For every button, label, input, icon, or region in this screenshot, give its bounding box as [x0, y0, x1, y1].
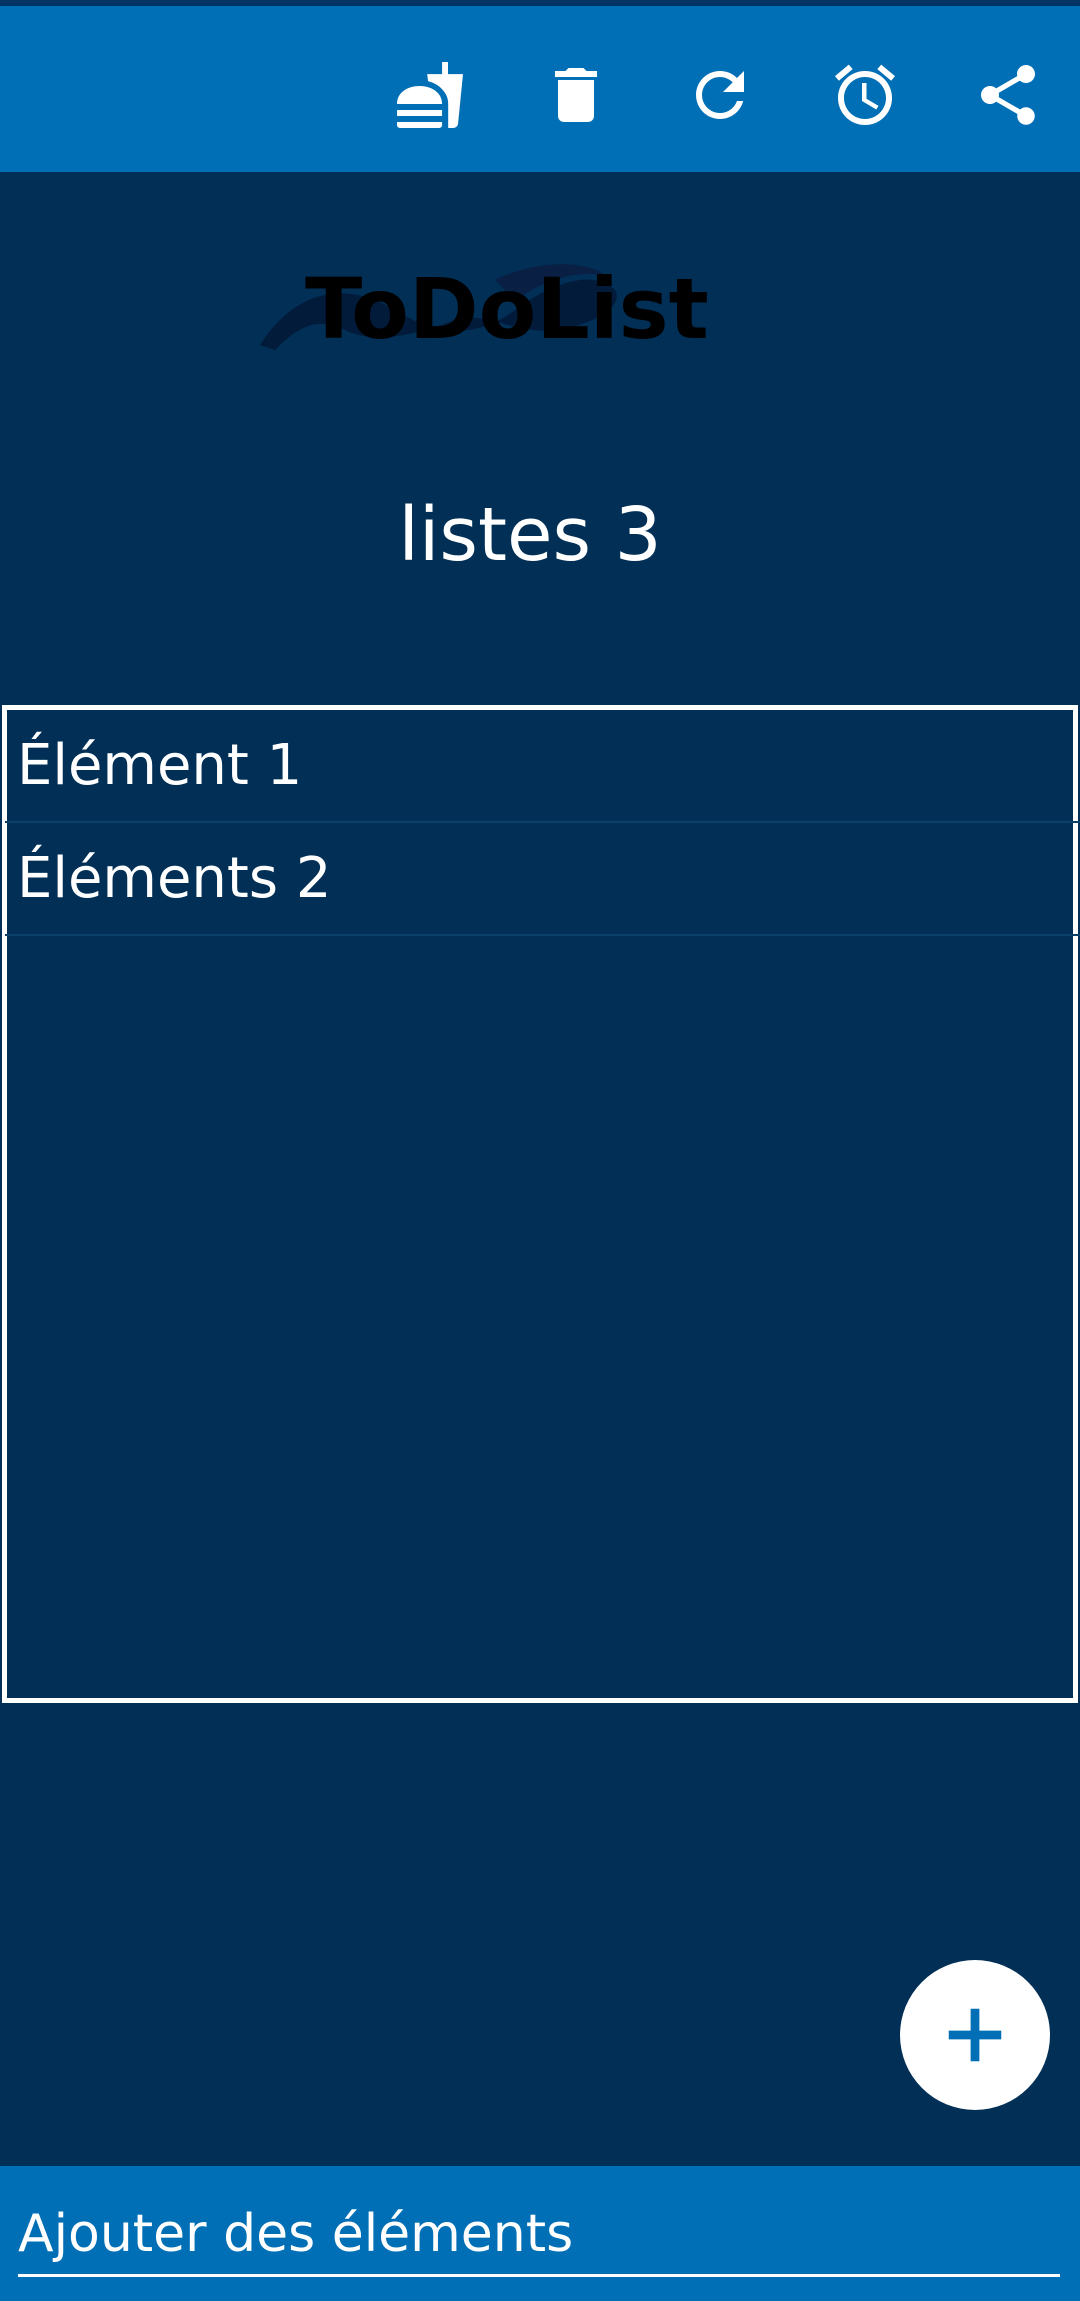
app-logo: ToDoList	[255, 250, 775, 360]
top-app-bar	[0, 0, 1080, 172]
plus-icon	[948, 2008, 1002, 2062]
share-icon	[981, 65, 1035, 125]
list-item-label: Éléments 2	[17, 846, 332, 911]
alarm-button[interactable]	[820, 50, 910, 140]
list-title: listes 3	[398, 492, 662, 578]
refresh-icon	[696, 71, 744, 119]
list-item-label: Élément 1	[17, 733, 303, 798]
share-button[interactable]	[963, 50, 1053, 140]
items-list: Élément 1 Éléments 2	[2, 705, 1080, 1703]
add-items-input[interactable]	[18, 2194, 1060, 2277]
add-items-bar	[0, 2166, 1080, 2301]
add-item-button[interactable]	[900, 1960, 1050, 2110]
food-button[interactable]	[385, 50, 475, 140]
list-item[interactable]: Élément 1	[5, 710, 1080, 823]
logo-text: ToDoList	[305, 260, 709, 358]
delete-button[interactable]	[531, 50, 621, 140]
logo-swoosh: ToDoList	[260, 260, 709, 358]
alarm-icon	[835, 64, 895, 125]
food-icon	[397, 62, 463, 128]
trash-icon	[555, 68, 597, 122]
refresh-button[interactable]	[675, 50, 765, 140]
list-item[interactable]: Éléments 2	[5, 823, 1080, 936]
